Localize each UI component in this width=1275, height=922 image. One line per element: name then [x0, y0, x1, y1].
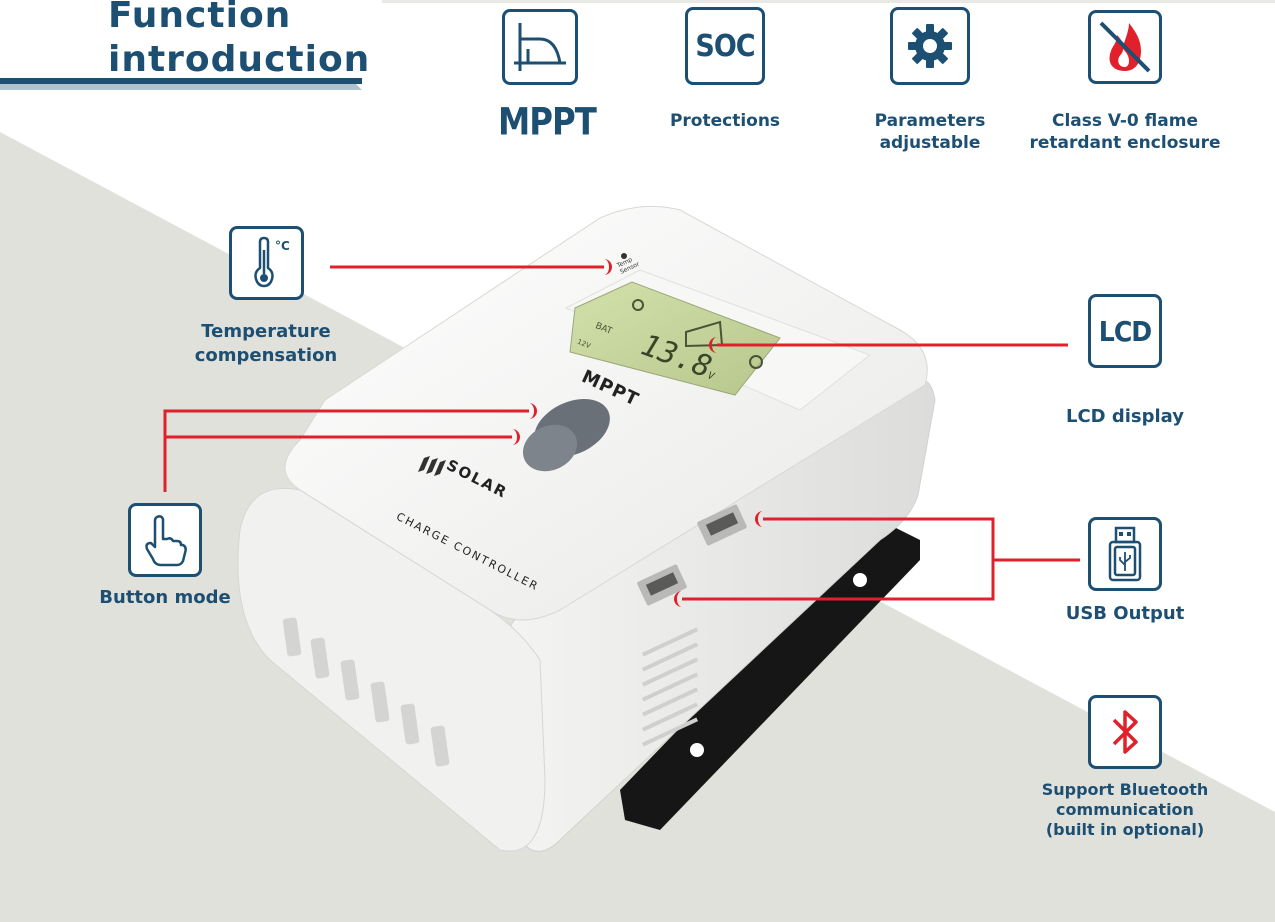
button-callout-label: Button mode: [90, 586, 240, 610]
page-heading: Function introduction: [108, 0, 370, 82]
mppt-feature-label: MPPT: [498, 100, 597, 145]
temperature-callout-tile: °C: [229, 226, 304, 300]
bluetooth-callout-label: Support Bluetooth communication (built i…: [1015, 780, 1235, 840]
heading-line-2: introduction: [108, 39, 371, 80]
usb-callout-label: USB Output: [1045, 602, 1205, 626]
usb-label-text: USB Output: [1065, 603, 1185, 624]
flame-label-line-1: Class V-0 flame: [1052, 111, 1198, 131]
bluetooth-label-line-3: (built in optional): [1045, 820, 1205, 839]
temperature-label-line-2: compensation: [194, 345, 338, 366]
heading-line-1: Function: [108, 0, 292, 36]
temperature-label-line-1: Temperature: [201, 321, 331, 342]
button-callout-line-upper: [163, 409, 529, 492]
usb-ports: [637, 504, 747, 606]
flame-feature-tile: [1088, 10, 1162, 84]
hand-pointer-icon: [145, 515, 187, 567]
parameters-feature-label: Parameters adjustable: [850, 110, 1010, 154]
thermometer-icon: °C: [253, 236, 290, 288]
charge-controller-device: [237, 205, 936, 852]
button-lower: [522, 424, 578, 472]
button-label-text: Button mode: [99, 587, 231, 608]
callout-lines: [163, 265, 1080, 601]
lcd-screen: [569, 281, 781, 396]
thermometer-degree-text: °C: [275, 239, 290, 253]
lcd-callout-label: LCD display: [1045, 405, 1205, 429]
heading-underline: [0, 78, 362, 84]
callout-markers: [512, 259, 763, 607]
temperature-callout-label: Temperature compensation: [180, 320, 352, 368]
bluetooth-label-line-1: Support Bluetooth: [1041, 780, 1209, 799]
protections-feature-label: Protections: [650, 110, 800, 132]
lcd-icon: LCD: [1098, 314, 1152, 348]
parameters-label-line-2: adjustable: [879, 133, 981, 153]
no-fire-icon: [1099, 21, 1151, 73]
flame-feature-label: Class V-0 flame retardant enclosure: [1005, 110, 1245, 154]
usb-callout-tile: [1088, 517, 1162, 591]
bluetooth-icon: [1112, 710, 1138, 754]
mppt-feature-tile: [502, 9, 578, 85]
soc-icon: SOC: [695, 28, 755, 64]
mppt-curve-icon: [514, 23, 566, 71]
parameters-feature-tile: [890, 7, 970, 85]
button-callout-tile: [128, 503, 202, 577]
protections-label-text: Protections: [669, 111, 781, 131]
lcd-callout-tile: LCD: [1088, 294, 1162, 368]
protections-feature-tile: SOC: [685, 7, 765, 85]
usb-drive-icon: [1108, 526, 1142, 582]
bluetooth-callout-tile: [1088, 695, 1162, 769]
bluetooth-label-line-2: communication: [1056, 800, 1194, 819]
flame-label-line-2: retardant enclosure: [1029, 133, 1221, 153]
parameters-label-line-1: Parameters: [874, 111, 986, 131]
lcd-label-text: LCD display: [1065, 406, 1185, 427]
gear-icon: [908, 24, 952, 68]
